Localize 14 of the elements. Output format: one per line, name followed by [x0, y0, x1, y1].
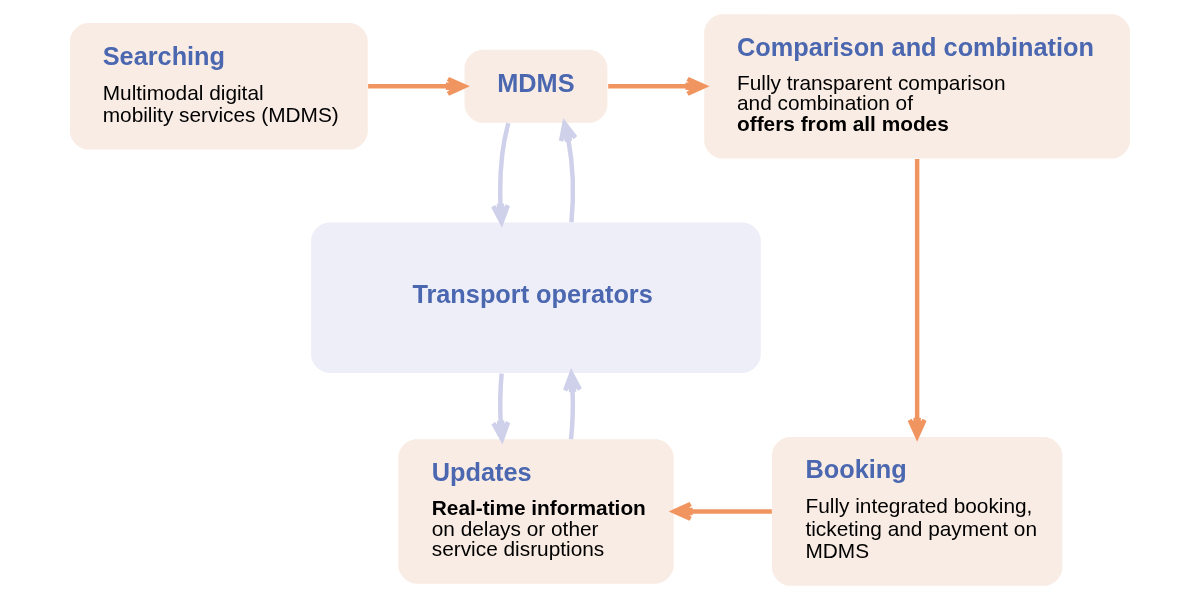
node-box: Comparison and combination Fully transparent comparison and combination of offers from all modes [704, 14, 1131, 159]
node-box: Updates Real-time information on delays or other service disruptions [398, 439, 674, 584]
node-box: MDMS [464, 49, 608, 123]
arrow [562, 371, 583, 440]
node-box: Booking Fully integrated booking, ticketing and payment on MDMS [771, 437, 1063, 586]
arrow [558, 120, 578, 223]
arrow [608, 76, 707, 96]
arrow [907, 158, 927, 439]
arrow [671, 501, 772, 522]
node-box: Transport operators [311, 222, 761, 373]
arrow [490, 122, 511, 225]
arrow [491, 373, 511, 442]
arrow [368, 76, 467, 96]
node-box: Searching Multimodal digital mobility services (MDMS) [69, 23, 368, 150]
